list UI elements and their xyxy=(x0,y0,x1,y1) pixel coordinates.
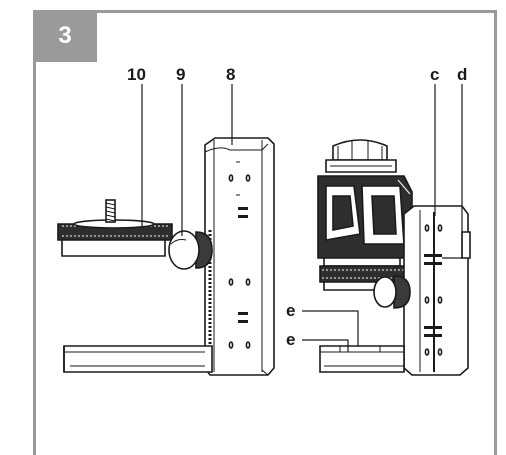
callout-8: 8 xyxy=(226,65,236,84)
callout-c: c xyxy=(430,65,440,84)
callout-d: d xyxy=(457,65,468,84)
callout-e-lower: e xyxy=(286,330,296,349)
bracket-base xyxy=(63,345,213,373)
locking-knob-right xyxy=(373,275,411,309)
bracket-base-right xyxy=(319,345,405,373)
laser-device xyxy=(317,139,413,291)
callout-9: 9 xyxy=(176,65,186,84)
leader-e-upper xyxy=(302,310,359,346)
bracket-plate-right xyxy=(403,205,471,376)
leader-d xyxy=(442,84,463,259)
leader-e-lower xyxy=(302,339,349,352)
leader-lines xyxy=(141,84,463,352)
figure-number: 3 xyxy=(58,22,72,49)
rotating-platform xyxy=(57,199,173,257)
wall-bracket xyxy=(204,137,275,376)
locking-knob xyxy=(168,230,213,270)
callout-e-upper: e xyxy=(286,301,296,320)
figure-number-badge: 3 xyxy=(33,10,97,62)
callout-10: 10 xyxy=(127,65,146,84)
